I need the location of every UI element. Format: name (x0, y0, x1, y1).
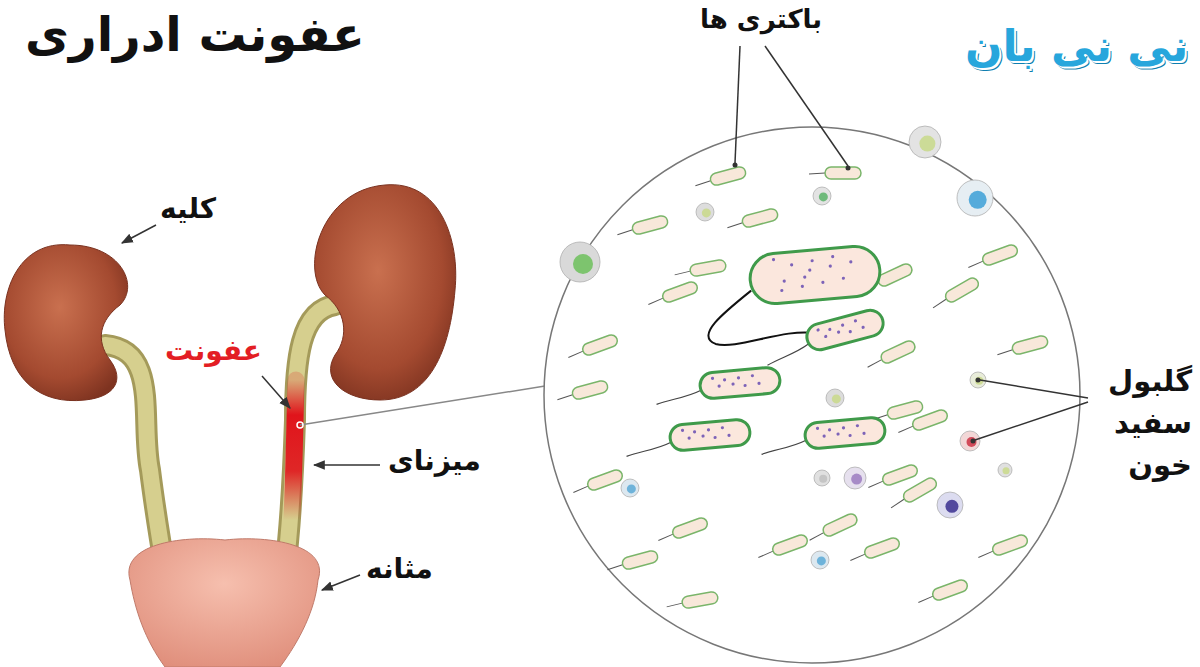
blood-cell (937, 492, 963, 518)
blood-cell (814, 470, 830, 486)
bacterium (756, 533, 809, 562)
bacterium-large (759, 417, 886, 455)
blood-cell (998, 463, 1012, 477)
zoom-line (300, 386, 545, 425)
bacterium (966, 243, 1019, 272)
leader-dots (733, 163, 981, 444)
bacterium (916, 578, 969, 607)
bladder-label: مثانه (366, 552, 433, 585)
bacterium (673, 259, 726, 280)
blood-cell (960, 431, 980, 451)
right-kidney (315, 185, 456, 400)
magnified-view (544, 127, 1080, 663)
blood-cell (957, 180, 993, 216)
ureters (105, 305, 335, 570)
bacterium (566, 333, 619, 362)
bacterium-large (760, 307, 886, 365)
bacterium (665, 591, 718, 612)
bacterium (996, 335, 1049, 360)
infection-label: عفونت (165, 334, 262, 367)
ureter-label: میزنای (388, 444, 481, 477)
title: عفونت ادراری (25, 6, 365, 62)
bacterium (976, 533, 1029, 562)
bacteria-label: باکتری ها (700, 4, 822, 34)
bacterium (606, 550, 659, 575)
bacterium (865, 339, 917, 372)
bladder (129, 539, 320, 667)
blood-cell (826, 389, 844, 407)
blood-cell (696, 203, 714, 221)
bacterium-large (624, 419, 751, 457)
zoom-point (297, 422, 303, 428)
bacterium (896, 408, 949, 437)
bacterium (848, 536, 901, 565)
microscopic-content (556, 126, 1049, 612)
bacterium (888, 476, 939, 512)
blood-cell (560, 242, 600, 282)
bacterium (646, 280, 699, 309)
bacterium (807, 512, 859, 545)
blood-cell (621, 479, 639, 497)
white-blood-cell-label: گلبول سفید خون (1092, 360, 1192, 486)
leader-lines (122, 46, 1088, 590)
bacterium (656, 516, 709, 545)
left-kidney (4, 245, 127, 401)
bacterium (694, 166, 747, 191)
bacterium (809, 167, 861, 179)
bacterium (571, 468, 624, 497)
bacterium (556, 380, 609, 405)
blood-cell (844, 467, 866, 489)
bacterium (726, 208, 779, 233)
blood-cell (909, 126, 941, 158)
bacterium (930, 276, 981, 312)
kidney-label: کلیه (160, 192, 216, 225)
watermark-logo: نی نی بان (965, 20, 1188, 71)
blood-cell (813, 187, 831, 205)
bacterium (616, 215, 669, 240)
blood-cell (811, 551, 829, 569)
bacterium-large (654, 367, 781, 405)
